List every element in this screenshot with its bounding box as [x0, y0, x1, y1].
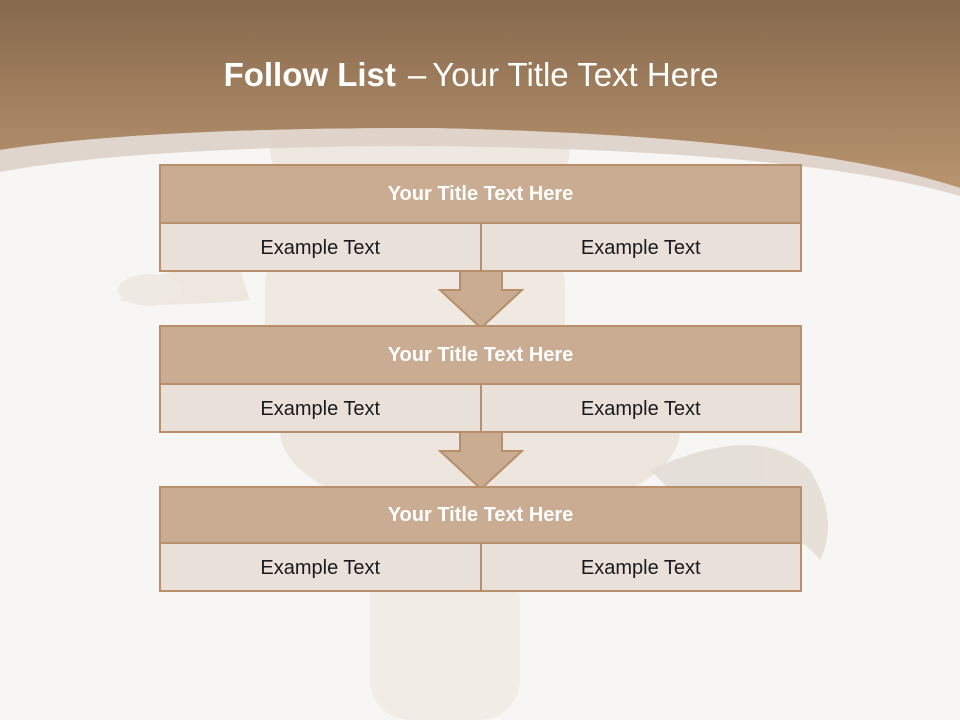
step-right-text: Example Text [580, 236, 701, 259]
step-left-text: Example Text [161, 544, 482, 592]
step-left-text: Example Text [161, 224, 482, 272]
header-band [0, 0, 960, 188]
step-left-text: Example Text [161, 385, 482, 433]
step-title: Your Title Text Here [161, 488, 800, 544]
step-row: Example Text Example Text [161, 385, 800, 433]
slide-title: Follow List–Your Title Text Here [0, 52, 942, 98]
title-bold-part: Follow List [223, 56, 396, 93]
step-row: Example Text Example Text [161, 224, 800, 272]
step-box-1: Your Title Text Here Example Text Exampl… [159, 164, 802, 272]
step-row: Example Text Example Text [161, 544, 800, 592]
step-title: Your Title Text Here [161, 327, 800, 385]
title-rest: Your Title Text Here [432, 56, 719, 93]
step-right-text: Example Text [580, 397, 701, 420]
step-box-2: Your Title Text Here Example Text Exampl… [159, 325, 802, 433]
step-right-text: Example Text [580, 556, 701, 579]
down-arrow-icon [438, 431, 524, 491]
step-title: Your Title Text Here [161, 166, 800, 224]
down-arrow-icon [438, 270, 524, 330]
title-dash: – [407, 56, 427, 93]
header-swoosh [0, 128, 960, 196]
step-box-3: Your Title Text Here Example Text Exampl… [159, 486, 802, 592]
